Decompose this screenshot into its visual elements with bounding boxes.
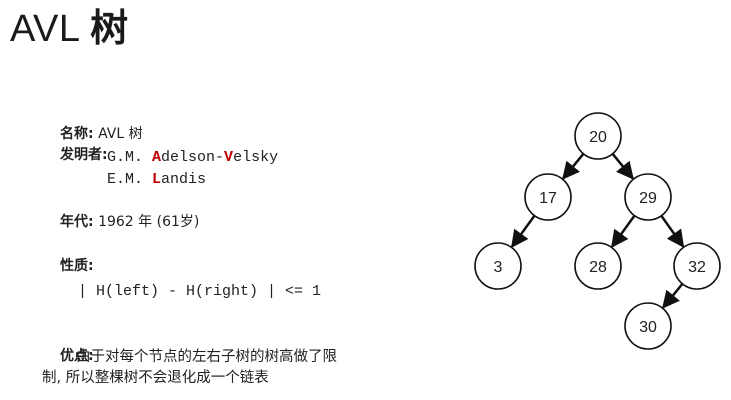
inventor-2: E.M. Landis	[107, 171, 207, 188]
tree-node-label-30: 30	[639, 319, 657, 336]
advantage-text-line-2: 制, 所以整棵树不会退化成一个链表	[42, 370, 269, 386]
inventor-2-initial-l: L	[152, 171, 162, 188]
tree-node-30	[624, 302, 672, 350]
inventor-1-initial-v: V	[224, 149, 234, 166]
property-label: 性质:	[60, 258, 94, 274]
tree-node-17	[524, 173, 572, 221]
tree-edge-n29-n28	[611, 214, 636, 248]
inventor-label: 发明者:	[60, 147, 108, 163]
year-label: 年代:	[60, 214, 94, 230]
advantage-text-line-1: 由于对每个节点的左右子树的树高做了限	[76, 349, 337, 365]
page-title: AVL 树	[10, 6, 129, 50]
tree-node-3	[474, 242, 522, 290]
tree-edge-n32-n30	[662, 283, 684, 309]
inventor-label-row: 发明者:	[42, 125, 108, 166]
name-row: 名称: AVL 树	[42, 104, 143, 145]
tree-node-label-29: 29	[639, 190, 657, 207]
tree-node-20	[574, 112, 622, 160]
tree-node-29	[624, 173, 672, 221]
advantage-label: 优点:	[60, 348, 94, 364]
tree-edge-n29-n32	[660, 215, 685, 248]
balance-formula: | H(left) - H(right) | <= 1	[78, 283, 322, 300]
tree-node-label-28: 28	[589, 259, 607, 276]
name-value: AVL 树	[93, 126, 143, 142]
tree-edge-n17-n3	[511, 214, 536, 248]
tree-node-32	[673, 242, 721, 290]
name-label: 名称:	[60, 126, 94, 142]
advantage-row: 优点:	[42, 326, 94, 367]
year-value: 1962 年 (61岁)	[93, 214, 200, 230]
tree-node-label-20: 20	[589, 129, 607, 146]
tree-node-label-32: 32	[688, 259, 706, 276]
property-row: 性质:	[42, 236, 94, 277]
tree-edge-n20-n17	[562, 152, 585, 180]
tree-node-label-17: 17	[539, 190, 557, 207]
inventor-1: G.M. Adelson-Velsky	[107, 149, 279, 166]
tree-node-28	[574, 242, 622, 290]
tree-edge-n20-n29	[611, 152, 634, 180]
inventor-1-initial-a: A	[152, 149, 162, 166]
tree-node-label-3: 3	[494, 259, 503, 276]
year-row: 年代: 1962 年 (61岁)	[42, 192, 199, 233]
